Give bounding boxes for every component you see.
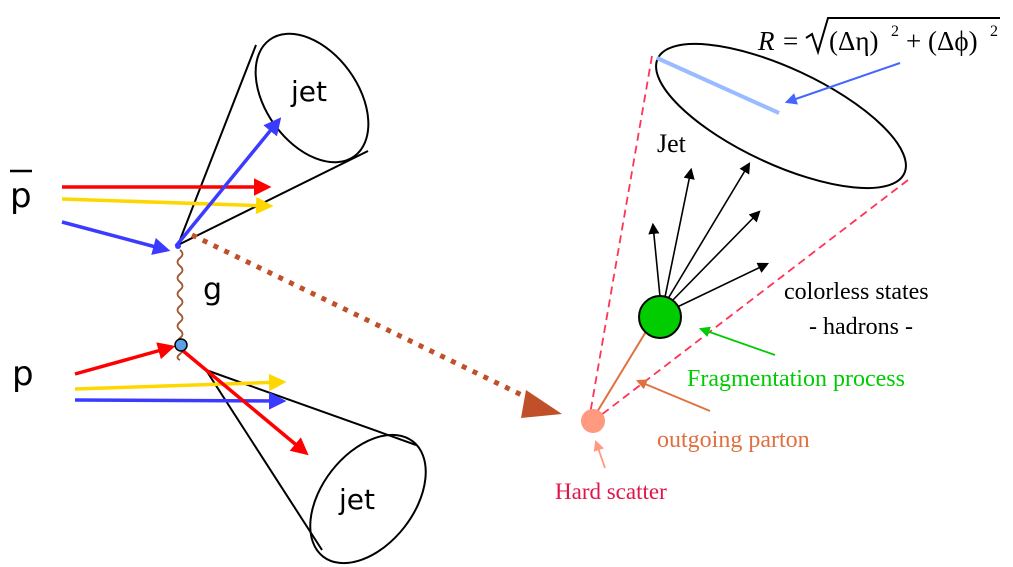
outgoing-parton-label: outgoing parton (657, 427, 810, 453)
jet-cone-ellipse (655, 42, 907, 190)
zoom-dotted-arrow (190, 232, 534, 403)
top-jet-label: jet (290, 75, 327, 108)
formula-term-eta: (Δη) (829, 26, 878, 56)
top-jet-cone (177, 32, 370, 246)
bottom-jet-label: jet (338, 483, 375, 516)
outgoing-quark-top-arrow (174, 117, 282, 248)
hard-scatter-label: Hard scatter (555, 479, 667, 504)
sqrt-sign (805, 17, 1000, 56)
hadrons-label: - hadrons - (809, 314, 913, 340)
zoom-arrow-head (521, 390, 562, 418)
fragmentation-arrow (698, 326, 776, 356)
gluon-label: g (203, 272, 222, 307)
upper-vertex (175, 243, 181, 249)
outgoing-quark-bottom-arrow (180, 348, 309, 456)
formula-exp-phi: 2 (990, 23, 998, 40)
formula-plus: + (906, 26, 921, 56)
proton-label: p (12, 354, 34, 394)
formula-lhs: R (757, 26, 775, 56)
cone-radius-line (656, 56, 780, 115)
cone-radius-formula: R = (Δη) 2 + (Δϕ) 2 (757, 17, 1000, 56)
formula-equals: = (783, 26, 798, 56)
antiproton-label: p (10, 176, 32, 216)
colorless-states-label: colorless states (784, 279, 929, 305)
outgoing-parton-line (593, 324, 651, 418)
formula-exp-eta: 2 (891, 23, 899, 40)
outgoing-parton-arrow (636, 379, 711, 412)
hard-scatter-arrow (593, 439, 606, 469)
antiproton-beam (61, 178, 274, 255)
hadron-cluster (638, 295, 682, 339)
hard-scatter-point (581, 409, 605, 433)
fragmentation-label: Fragmentation process (687, 366, 905, 392)
radius-pointer-arrow (784, 62, 901, 105)
formula-term-phi: (Δϕ) (928, 26, 978, 56)
proton-beam (74, 342, 287, 410)
hadron-arrows (648, 162, 770, 311)
lower-vertex (174, 338, 188, 352)
jet-label: Jet (657, 129, 687, 158)
